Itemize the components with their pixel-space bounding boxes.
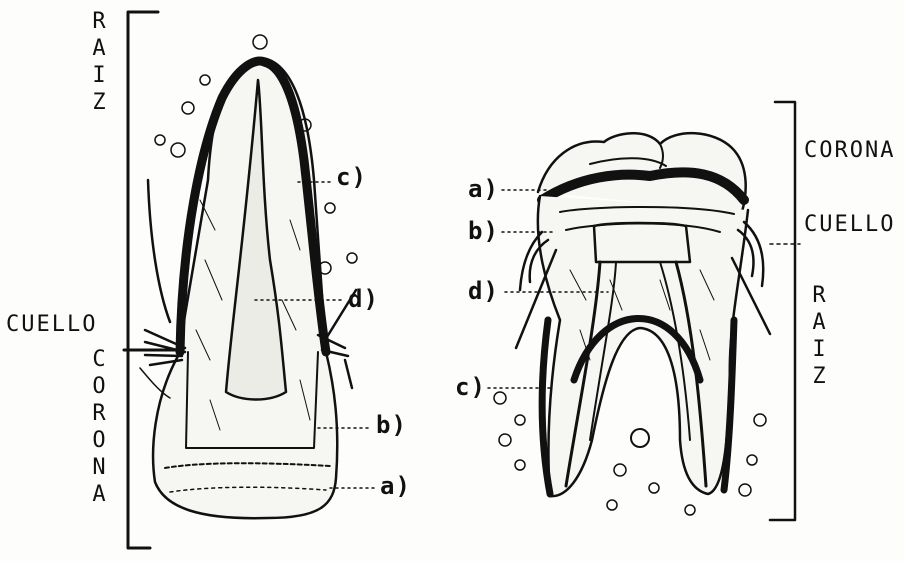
incisor-raiz-letter: Z <box>88 89 110 116</box>
incisor-raiz-bracket <box>128 12 158 350</box>
incisor-raiz-letter: R <box>88 8 110 35</box>
incisor-corona-letter: N <box>88 454 110 481</box>
molar-raiz-letter: I <box>808 336 830 363</box>
molar-part-a-label: a) <box>468 178 499 200</box>
incisor-corona-label: C O R O N A <box>88 346 110 508</box>
molar-cuello-label: CUELLO <box>804 214 895 236</box>
incisor-raiz-label: R A I Z <box>88 8 110 116</box>
incisor-corona-bracket <box>128 350 150 548</box>
molar-bracket <box>770 102 795 520</box>
molar-part-c-label: c) <box>455 376 486 398</box>
incisor-drawing <box>124 12 375 548</box>
molar-raiz-label: R A I Z <box>808 282 830 390</box>
incisor-part-a-label: a) <box>380 475 411 497</box>
molar-part-b-label: b) <box>468 220 499 242</box>
molar-raiz-letter: R <box>808 282 830 309</box>
incisor-corona-letter: R <box>88 400 110 427</box>
molar-outline <box>538 196 748 496</box>
incisor-corona-letter: A <box>88 481 110 508</box>
molar-raiz-letter: A <box>808 309 830 336</box>
molar-raiz-letter: Z <box>808 363 830 390</box>
incisor-part-b-label: b) <box>376 414 407 436</box>
incisor-part-c-label: c) <box>336 166 367 188</box>
incisor-cuello-label: CUELLO <box>6 314 97 336</box>
incisor-corona-letter: O <box>88 427 110 454</box>
molar-part-d-label: d) <box>468 280 499 302</box>
incisor-corona-letter: O <box>88 373 110 400</box>
molar-drawing <box>488 102 800 520</box>
molar-corona-label: CORONA <box>804 140 895 162</box>
incisor-corona-letter: C <box>88 346 110 373</box>
incisor-raiz-letter: A <box>88 35 110 62</box>
incisor-raiz-letter: I <box>88 62 110 89</box>
incisor-part-d-label: d) <box>348 288 379 310</box>
